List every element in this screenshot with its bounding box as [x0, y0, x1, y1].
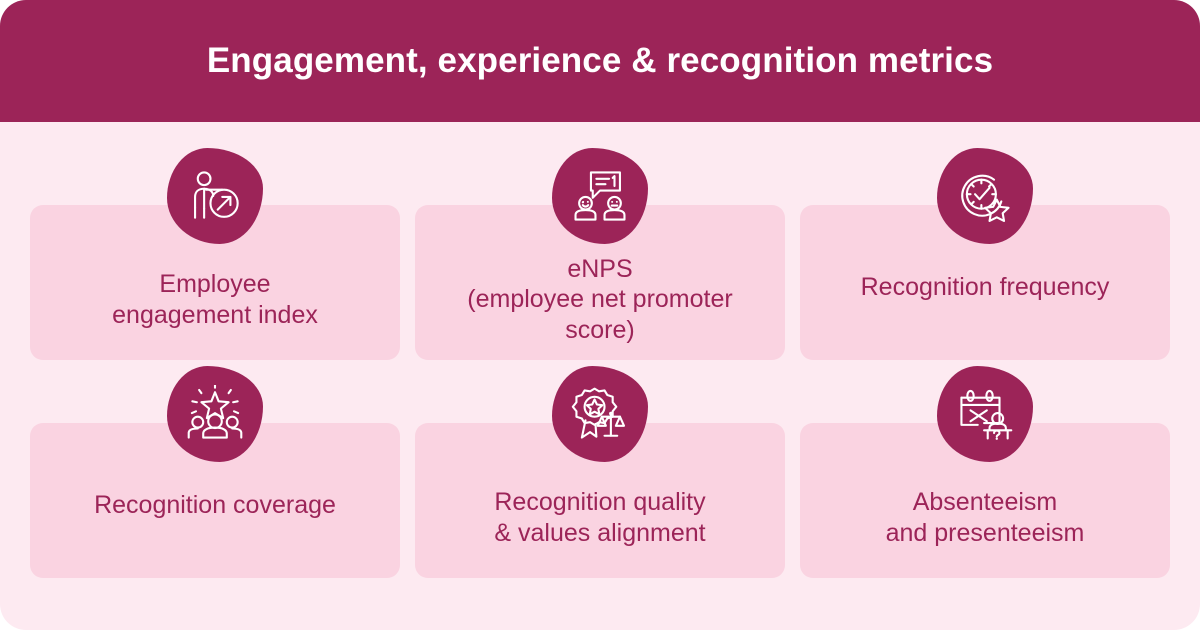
metric-card-recognition-quality[interactable]: Recognition quality & values alignment — [415, 366, 785, 578]
survey-feedback-icon-glyph — [571, 167, 629, 225]
calendar-absence-icon — [937, 366, 1033, 462]
poster-header: Engagement, experience & recognition met… — [0, 0, 1200, 122]
employee-growth-icon-glyph — [186, 167, 244, 225]
metric-card-recognition-coverage[interactable]: Recognition coverage — [30, 366, 400, 578]
page-title: Engagement, experience & recognition met… — [206, 40, 994, 80]
metric-card-absenteeism[interactable]: Absenteeism and presenteeism — [800, 366, 1170, 578]
team-star-icon-glyph — [186, 385, 244, 443]
metric-card-label: Recognition coverage — [94, 491, 336, 520]
metric-card-enps[interactable]: eNPS (employee net promoter score) — [415, 148, 785, 360]
award-scales-icon — [552, 366, 648, 462]
metric-card-label: Recognition frequency — [860, 273, 1110, 302]
metric-card-label: Recognition quality & values alignment — [494, 488, 706, 547]
metric-card-recognition-frequency[interactable]: Recognition frequency — [800, 148, 1170, 360]
metric-card-label: Absenteeism and presenteeism — [885, 488, 1085, 547]
metric-card-label: Employee engagement index — [112, 270, 318, 329]
team-star-icon — [167, 366, 263, 462]
clock-check-star-icon-glyph — [956, 167, 1014, 225]
metric-card-label: eNPS (employee net promoter score) — [467, 254, 733, 344]
metric-card-employee-engagement-index[interactable]: Employee engagement index — [30, 148, 400, 360]
clock-check-star-icon — [937, 148, 1033, 244]
calendar-absence-icon-glyph — [956, 385, 1014, 440]
employee-growth-icon — [167, 148, 263, 244]
survey-feedback-icon — [552, 148, 648, 244]
metrics-grid: Employee engagement index — [30, 148, 1170, 578]
award-scales-icon-glyph — [571, 385, 629, 443]
